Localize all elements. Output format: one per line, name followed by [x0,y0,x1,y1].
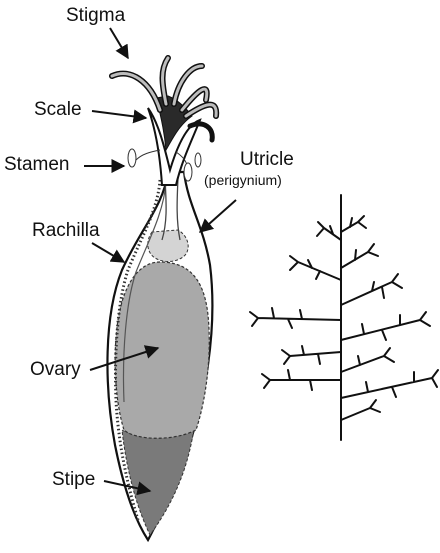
rachilla-label: Rachilla [32,221,100,240]
spine-branch-top-right [341,216,366,232]
utricle-arrow [200,200,236,232]
stamen-left-anther [128,149,136,167]
stamen-label: Stamen [4,155,69,174]
spine-branch-upper-right [341,244,378,268]
scale-label: Scale [34,100,82,119]
stamen-left-filament [136,150,160,160]
stipe-label: Stipe [52,470,95,489]
stigma-label: Stigma [66,6,125,25]
spine-branch-left-lower [282,346,341,364]
spine-branch-upper-left [290,256,341,280]
stamen-right2-anther [195,153,201,167]
stigma-arrow [110,28,128,58]
stipe-shape [122,428,194,535]
spine-branch-right-bottom [341,370,438,398]
beak-bulb [148,230,188,261]
spine-branch-left-low [262,370,341,390]
utricle-sub-label: (perigynium) [204,173,282,187]
ovary-shape [115,262,209,438]
branched-spine-diagram [250,195,438,440]
rachilla-arrow [92,243,124,262]
spine-branch-right-high [341,274,402,305]
spine-branch-left-mid [250,308,341,328]
spine-branch-right-base [341,400,380,420]
stamen-right-anther [184,163,192,181]
spine-branch-right-mid [341,312,430,340]
spine-branch-right-low [341,348,394,372]
utricle-label: Utricle [240,150,294,169]
spine-branch-top-left [317,222,341,240]
scale-arrow [92,111,146,118]
ovary-label: Ovary [30,360,81,379]
